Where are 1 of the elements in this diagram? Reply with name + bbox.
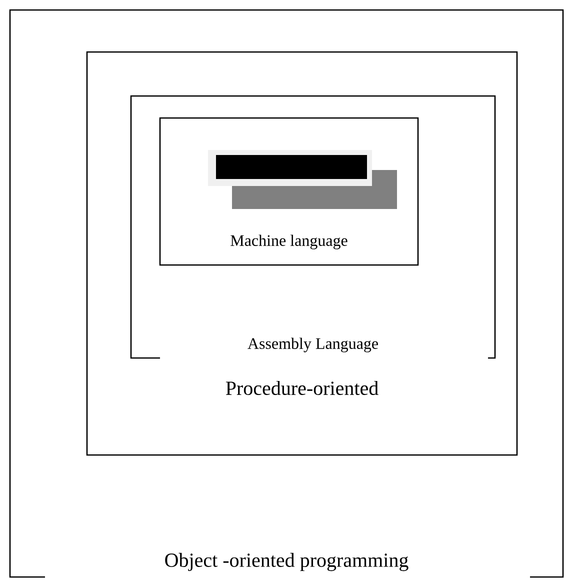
nested-box: Machine language — [159, 117, 419, 266]
